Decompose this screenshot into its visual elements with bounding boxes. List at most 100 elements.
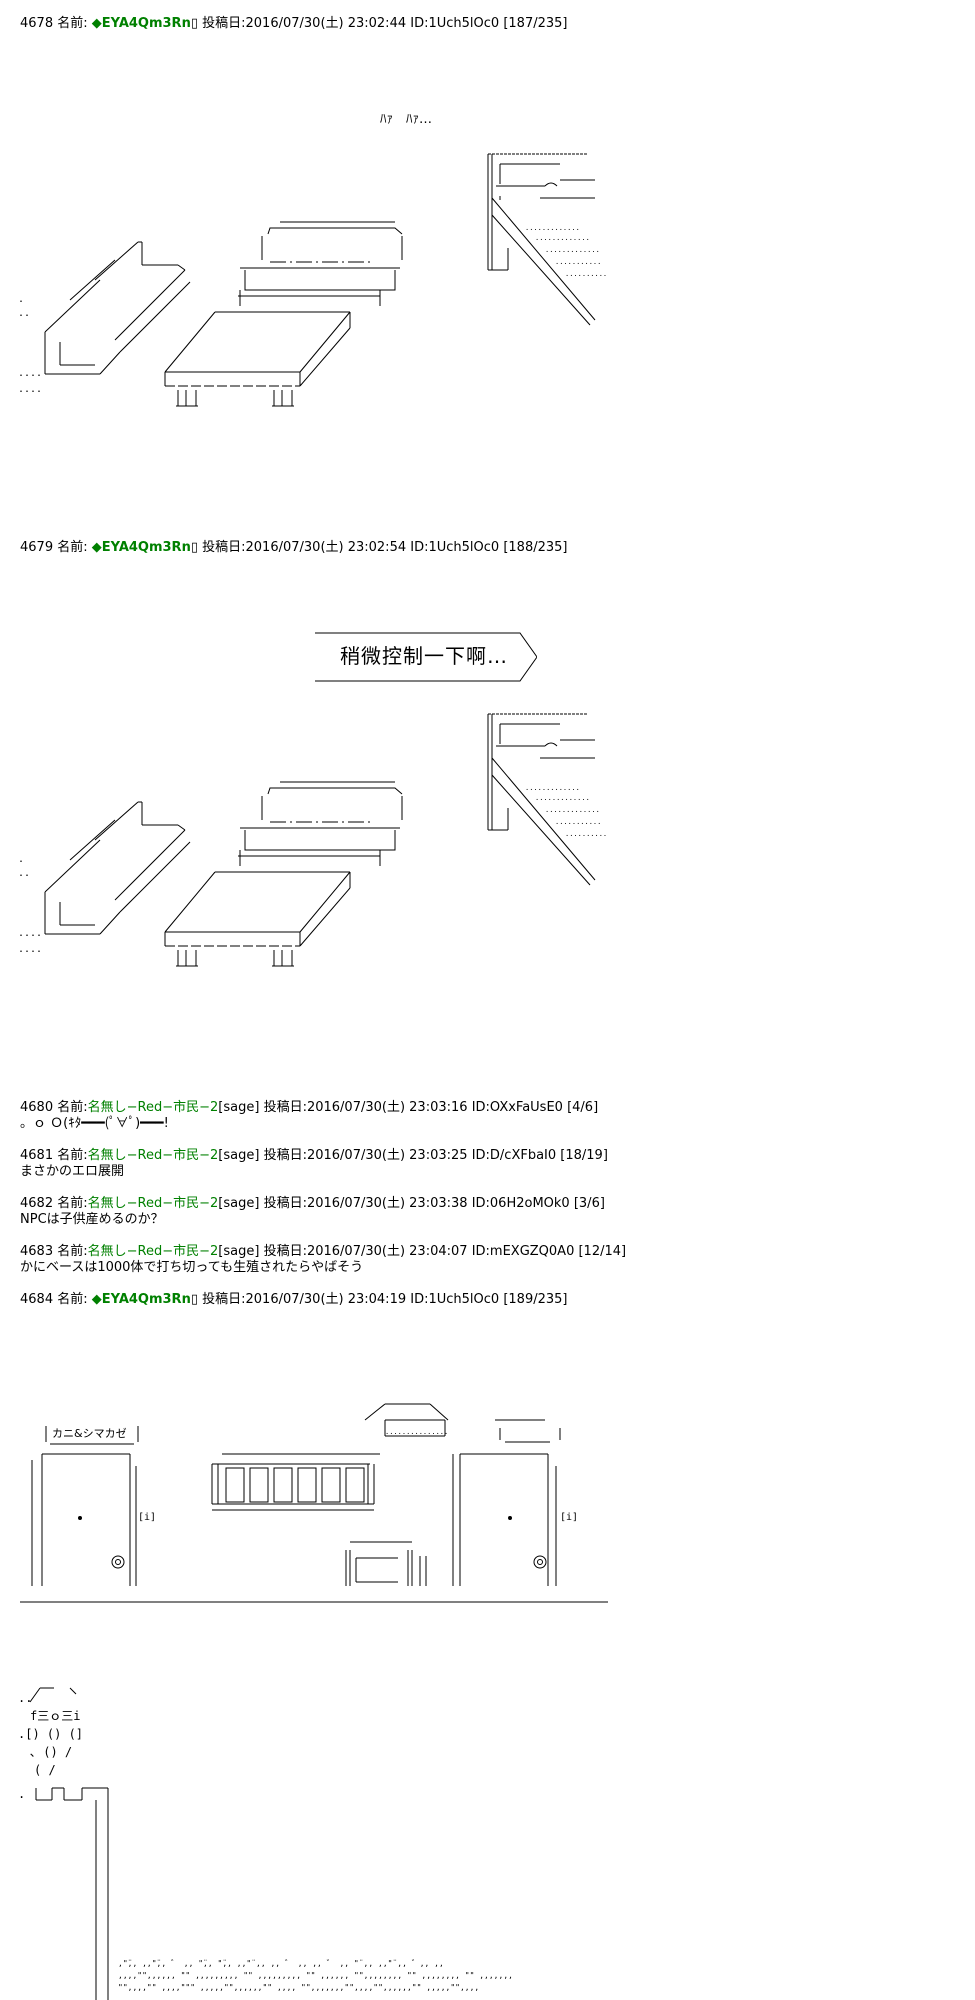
posted-label: 投稿日: <box>263 1196 307 1211</box>
post-id[interactable]: ID:1Uch5lOc0 <box>410 540 500 555</box>
shop-sign-text: カニ&シマカゼ <box>52 1427 127 1440</box>
svg-text:.: . <box>18 294 24 305</box>
post-id[interactable]: ID:mEXGZQ0A0 <box>471 1244 575 1259</box>
post-header: 4681 名前:名無し−Red−市民−2[sage] 投稿日:2016/07/3… <box>20 1148 608 1164</box>
post-number[interactable]: 4680 <box>20 1100 54 1115</box>
posted-label: 投稿日: <box>202 1292 246 1307</box>
post-body: ﾊｧ ﾊｧ… <box>380 112 432 128</box>
post-body: 。ｏ Ｏ(ｷﾀ━━━(ﾟ∀ﾟ)━━━! <box>20 1116 169 1132</box>
post-body: まさかのエロ展開 <box>20 1164 124 1180</box>
character-ascii-art: .. f三ｏ三i .[) () (] ､ () / ( / . ,"̈,, ,,… <box>18 1680 513 2000</box>
post-date: 2016/07/30(土) 23:02:54 <box>245 540 407 555</box>
svg-text:..........: .......... <box>565 270 607 278</box>
bubble-text: 稍微控制一下啊… <box>340 644 508 668</box>
post-text: NPCは子供産めるのか？ <box>20 1212 164 1227</box>
post-count: [188/235] <box>503 540 568 555</box>
post-mail: [sage] <box>218 1100 260 1115</box>
svg-text:...........: ........... <box>555 258 601 266</box>
post-text: 。ｏ Ｏ(ｷﾀ━━━(ﾟ∀ﾟ)━━━! <box>20 1116 169 1131</box>
poster-name: ◆EYA4Qm3Rn <box>91 16 191 31</box>
building-ascii-art: [i] [i] ............... <box>0 1390 620 1640</box>
post-body: NPCは子供産めるのか？ <box>20 1212 164 1228</box>
post-date: 2016/07/30(土) 23:04:07 <box>306 1244 468 1259</box>
svg-text:...............: ............... <box>385 1428 448 1436</box>
svg-text:....: .... <box>18 944 42 955</box>
poster-name: 名無し−Red−市民−2 <box>87 1196 219 1211</box>
post-count: [3/6] <box>573 1196 605 1211</box>
post-text: まさかのエロ展開 <box>20 1164 125 1179</box>
post-count: [187/235] <box>503 16 568 31</box>
post-number[interactable]: 4679 <box>20 540 54 555</box>
svg-text:[i]: [i] <box>560 1512 578 1523</box>
post-header: 4680 名前:名無し−Red−市民−2[sage] 投稿日:2016/07/3… <box>20 1100 598 1116</box>
svg-text:( /: ( / <box>34 1763 56 1777</box>
post-count: [12/14] <box>578 1244 627 1259</box>
post-text: かにベースは1000体で打ち切っても生殖されたらやばそう <box>20 1260 364 1275</box>
svg-text:.[) () (]: .[) () (] <box>18 1727 83 1741</box>
svg-text:....: .... <box>18 368 42 379</box>
post-id[interactable]: ID:1Uch5lOc0 <box>410 16 500 31</box>
svg-text:[i]: [i] <box>138 1512 156 1523</box>
trip-marker-icon: ▯ <box>190 540 198 555</box>
post-count: [189/235] <box>503 1292 568 1307</box>
post-id[interactable]: ID:D/cXFbaI0 <box>471 1148 557 1163</box>
post-header: 4678 名前: ◆EYA4Qm3Rn▯ 投稿日:2016/07/30(土) 2… <box>20 16 567 32</box>
name-label: 名前: <box>57 1100 88 1115</box>
poster-name: 名無し−Red−市民−2 <box>87 1148 219 1163</box>
room-ascii-art: ............. ............. ............… <box>18 700 607 1000</box>
post-number[interactable]: 4684 <box>20 1292 54 1307</box>
posted-label: 投稿日: <box>263 1244 307 1259</box>
post-text: ﾊｧ ﾊｧ… <box>380 112 433 127</box>
post-number[interactable]: 4678 <box>20 16 54 31</box>
name-label: 名前: <box>57 1292 88 1307</box>
posted-label: 投稿日: <box>263 1100 307 1115</box>
post-date: 2016/07/30(土) 23:04:19 <box>245 1292 407 1307</box>
post-number[interactable]: 4683 <box>20 1244 54 1259</box>
trip-marker-icon: ▯ <box>190 16 198 31</box>
grass-line: ,"̈,, ,,"̈,, ゛ ,, "̈,, "̈,, ,,"̈ ,, ,, ゛… <box>118 1959 444 1968</box>
post-date: 2016/07/30(土) 23:03:38 <box>306 1196 468 1211</box>
grass-line: ,,,,"",,,,,, "" ,,,,,,,,, "" ,,,,,,,,, "… <box>118 1971 513 1980</box>
svg-text:.............: ............. <box>525 784 580 792</box>
room-ascii-art: ............. ............. ............… <box>18 140 607 420</box>
post-id[interactable]: ID:1Uch5lOc0 <box>410 1292 500 1307</box>
svg-text:､ () /: ､ () / <box>30 1745 72 1759</box>
name-label: 名前: <box>57 540 88 555</box>
post-mail: [sage] <box>218 1196 260 1211</box>
post-mail: [sage] <box>218 1148 260 1163</box>
svg-text:.............: ............. <box>535 234 590 242</box>
name-label: 名前: <box>57 1148 88 1163</box>
post-date: 2016/07/30(土) 23:03:16 <box>306 1100 468 1115</box>
poster-name: 名無し−Red−市民−2 <box>87 1244 219 1259</box>
post-count: [18/19] <box>560 1148 608 1163</box>
shop-sign: カニ&シマカゼ <box>52 1426 127 1442</box>
post-count: [4/6] <box>567 1100 599 1115</box>
post-number[interactable]: 4681 <box>20 1148 54 1163</box>
post-header: 4682 名前:名無し−Red−市民−2[sage] 投稿日:2016/07/3… <box>20 1196 605 1212</box>
svg-text:.: . <box>18 854 24 865</box>
svg-text:..: .. <box>18 308 30 319</box>
post-mail: [sage] <box>218 1244 260 1259</box>
post-header: 4683 名前:名無し−Red−市民−2[sage] 投稿日:2016/07/3… <box>20 1244 626 1260</box>
poster-name: 名無し−Red−市民−2 <box>87 1100 219 1115</box>
svg-text:..: .. <box>18 1691 32 1705</box>
posted-label: 投稿日: <box>263 1148 307 1163</box>
svg-text:..........: .......... <box>565 830 607 838</box>
svg-text:.............: ............. <box>545 806 600 814</box>
svg-text:....: .... <box>18 384 42 395</box>
svg-text:.............: ............. <box>545 246 600 254</box>
grass-line: "",,,,"" ,,,,""" ,,,,,"",,,,,,"" ,,,, ""… <box>118 1983 479 1992</box>
svg-text:...........: ........... <box>555 818 601 826</box>
svg-text:....: .... <box>18 928 42 939</box>
svg-text:..: .. <box>18 868 30 879</box>
svg-text:.: . <box>18 1787 25 1801</box>
post-id[interactable]: ID:06H2oMOk0 <box>471 1196 570 1211</box>
name-label: 名前: <box>57 1196 88 1211</box>
post-body: かにベースは1000体で打ち切っても生殖されたらやばそう <box>20 1260 363 1276</box>
post-date: 2016/07/30(土) 23:02:44 <box>245 16 407 31</box>
post-id[interactable]: ID:OXxFaUsE0 <box>471 1100 563 1115</box>
post-header: 4684 名前: ◆EYA4Qm3Rn▯ 投稿日:2016/07/30(土) 2… <box>20 1292 567 1308</box>
post-number[interactable]: 4682 <box>20 1196 54 1211</box>
posted-label: 投稿日: <box>202 16 246 31</box>
name-label: 名前: <box>57 16 88 31</box>
